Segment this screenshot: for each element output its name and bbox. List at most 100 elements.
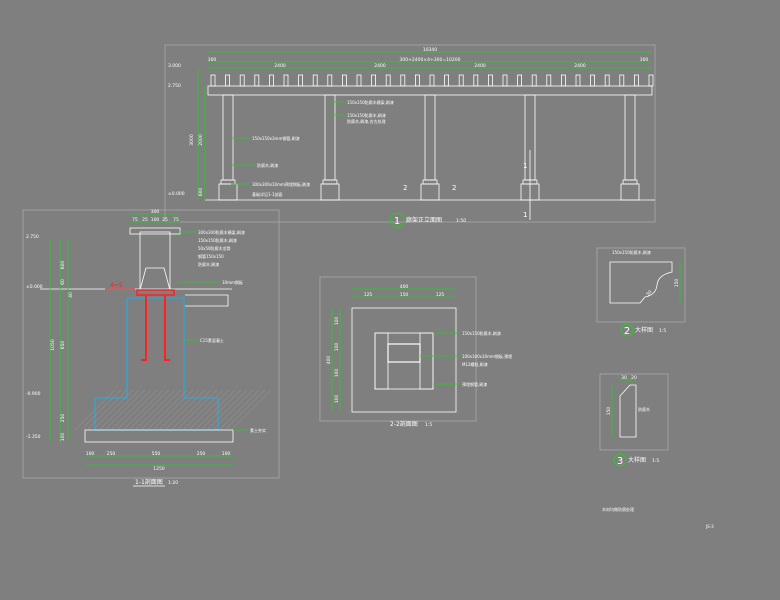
elevation-overhang-left: 300: [208, 57, 217, 63]
elevation-level-beam: 2.750: [168, 83, 181, 89]
section11-left-dim-4: 1050: [50, 339, 56, 351]
section11-level-4: -1.350: [26, 434, 41, 440]
section11-anchor-bar-left: [141, 295, 147, 361]
rafter-end: [356, 74, 362, 87]
section22-note-1: 150x150防腐木,刷漆: [462, 330, 501, 336]
section11-footing-outline: [94, 297, 219, 431]
hatch-line: [164, 389, 206, 431]
hatch-line: [176, 389, 218, 431]
section11-note-8: 素土夯实: [250, 427, 266, 433]
detail3-dim-2: 20: [631, 375, 637, 381]
hatch-line: [92, 389, 134, 431]
rafter-end: [268, 74, 274, 87]
section11-top-dim-1: 75: [132, 217, 138, 223]
detail2-frame: [596, 247, 686, 323]
section11-top-dim-5: 75: [173, 217, 179, 223]
section11-weld-note: 4=5: [110, 282, 123, 289]
detail2-dim-radius: 50: [645, 289, 653, 297]
section11-frame: [22, 209, 280, 479]
section11-title: 1-1剖面图: [135, 478, 163, 486]
section11-top-dim-2: 25: [142, 217, 148, 223]
section11-level-2: ±0.000: [26, 284, 43, 290]
elevation-level-top: 3.000: [168, 63, 181, 69]
section11-note-2: 150x150防腐木,刷漆: [198, 237, 237, 243]
hatch-line: [146, 389, 188, 431]
footer-note: 木材均做防腐处理: [602, 506, 634, 512]
rafter-end: [385, 74, 391, 87]
elevation-post: [218, 94, 238, 201]
elevation-sub-dim: 300+2400×4+300=10200: [400, 57, 461, 63]
hatch-line: [206, 389, 248, 431]
detail3-note: 防腐木: [638, 406, 650, 412]
elevation-span-1: 2400: [274, 63, 286, 69]
section11-note-3: 50x50防腐木龙骨: [198, 245, 231, 251]
section11-left-dim-5: 650: [60, 341, 66, 350]
rafter-end: [254, 74, 260, 87]
rafter-end: [634, 74, 639, 87]
section22-top-dim-2: 150: [400, 292, 409, 298]
elevation-height-2: 2000: [198, 134, 204, 146]
detail3-dim-height: 150: [606, 407, 612, 416]
detail2-dim-height: 150: [674, 279, 680, 288]
section11-paving: [185, 294, 229, 307]
detail3-profile: [619, 384, 637, 438]
section-marker-1-top: 1: [523, 162, 527, 170]
section22-left-dim-2: 100: [334, 343, 340, 352]
elevation-post: [320, 94, 340, 201]
section22-tube: [387, 343, 421, 363]
section11-note-5: 防腐木,刷漆: [198, 261, 219, 267]
rafter-end: [487, 74, 493, 87]
detail3-scale: 1:5: [652, 458, 659, 464]
rafter-end: [619, 74, 625, 87]
rafter-end: [458, 74, 464, 87]
section22-plate: [351, 307, 457, 413]
section11-post-base: [139, 267, 171, 291]
hatch-line: [122, 389, 164, 431]
section22-left-dim-4: 100: [334, 395, 340, 404]
rafter-end: [327, 74, 333, 87]
section11-bottom-dim-3: 550: [152, 451, 161, 457]
section11-note-4: 钢管150x150: [198, 253, 224, 259]
section22-notes: 150x150防腐木,刷漆 100x100x10mm钢板,预埋 M12螺栓,刷漆…: [420, 330, 512, 387]
hatch-line: [98, 389, 140, 431]
section22-title: 2-2剖面图: [390, 420, 418, 428]
section11-left-dim-3: 40: [68, 292, 74, 298]
section11-top-dim-3: 100: [151, 217, 160, 223]
detail3-dim-1: 30: [621, 375, 627, 381]
elevation-rafters: [210, 74, 654, 87]
elevation-title: 廊架正立面图: [406, 216, 442, 224]
section11-base-slab: [84, 429, 234, 443]
hatch-line: [212, 389, 254, 431]
rafter-end: [604, 74, 610, 87]
rafter-end: [473, 74, 479, 87]
rafter-end: [546, 74, 552, 87]
section11-note-1: 300x300防腐木横梁,刷漆: [198, 229, 245, 235]
section11-left-dim-2: 60: [60, 279, 66, 285]
rafter-end: [590, 74, 595, 87]
elevation-overhang-right: 300: [640, 57, 649, 63]
rafter-end: [502, 74, 508, 87]
hatch-line: [230, 389, 272, 431]
section11-hatch: [74, 389, 272, 431]
rafter-end: [312, 74, 318, 87]
section11-steel-plate: [136, 289, 175, 296]
rafter-end: [371, 74, 377, 87]
rafter-end: [225, 74, 231, 87]
elevation-note-1: 150x150防腐木横梁,刷漆: [347, 99, 394, 105]
rafter-end: [414, 74, 420, 87]
hatch-line: [170, 389, 212, 431]
detail3-frame: [599, 373, 669, 451]
section22-note-4: 预埋钢管,刷漆: [462, 381, 487, 387]
rafter-end: [210, 74, 216, 87]
section11-top-total: 300: [151, 209, 160, 215]
rafter-end: [341, 74, 347, 87]
hatch-line: [134, 389, 176, 431]
detail2-title-circle: [620, 323, 634, 337]
elevation-note-4: 150x150x3mm钢管,刷漆: [252, 135, 300, 141]
rafter-end: [561, 74, 566, 87]
section-marker-1-bottom: 1: [523, 211, 527, 219]
section22-note-2: 100x100x10mm钢板,预埋: [462, 353, 512, 359]
section22-inner: [374, 332, 434, 390]
elevation-span-2: 2400: [374, 63, 386, 69]
